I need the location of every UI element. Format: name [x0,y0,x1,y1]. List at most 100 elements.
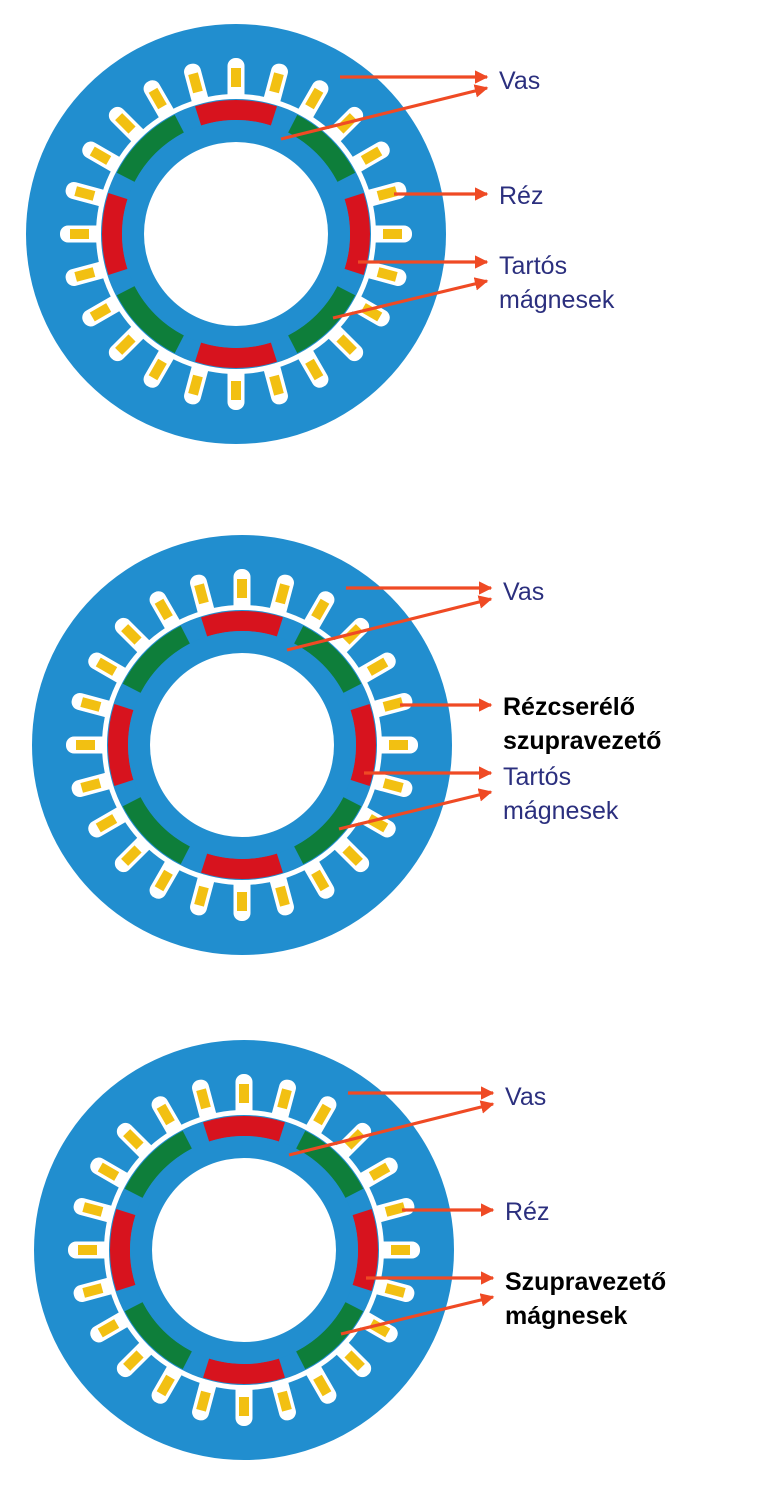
stator-slot [372,736,418,754]
copper-conductor [82,1283,104,1298]
stator-slot [65,261,111,286]
stator-slot [60,225,106,243]
stator-slot [367,772,413,797]
copper-conductor [305,358,324,381]
copper-conductor [305,87,324,110]
permanent-magnet-green [296,1302,364,1370]
stator-slot [374,1241,420,1259]
permanent-magnet-green [122,625,190,693]
copper-conductor [97,1162,120,1181]
label-conductor: Réz [499,182,543,210]
arrow-iron-rotor [286,595,493,652]
permanent-magnet-green [116,286,184,354]
stator-slot [73,1277,119,1302]
copper-conductor [194,885,209,907]
stator-slot [369,1277,415,1302]
stator-slot [271,1079,296,1125]
stator-slot [367,693,413,718]
copper-conductor [231,381,241,400]
copper-conductor [311,869,330,892]
copper-conductor [196,1088,211,1110]
arrow-iron-rotor [280,84,489,141]
arrow-magnet-green [332,277,489,320]
copper-conductor [148,87,167,110]
copper-conductor [78,1245,97,1255]
stator-slot [192,1079,217,1125]
shaft-bore [150,653,334,837]
copper-conductor [194,583,209,605]
copper-conductor [74,186,96,201]
copper-conductor [80,697,102,712]
copper-conductor [311,598,330,621]
stator-slot [235,1380,253,1426]
permanent-magnet-green [294,797,362,865]
copper-conductor [313,1374,332,1397]
stator-slot [369,1198,415,1223]
copper-conductor [360,146,383,165]
label-magnets-line-2: mágnesek [505,1302,627,1330]
stator-slot [227,364,245,410]
arrow-iron-rotor [288,1100,495,1157]
copper-conductor [391,1245,410,1255]
permanent-magnet-red [350,704,376,786]
permanent-magnet-red [203,1115,285,1142]
copper-conductor [344,1350,365,1371]
copper-conductor [342,845,363,866]
stator-slot [235,1074,253,1120]
stator-slot [73,1198,119,1223]
stator-slot [71,693,117,718]
label-conductor-line-1: Rézcserélő [503,693,635,721]
label-magnets-line-1: Tartós [499,252,567,280]
copper-conductor [97,1319,120,1338]
permanent-magnet-red [344,193,370,275]
permanent-magnet-red [195,342,277,368]
copper-conductor [156,1374,175,1397]
stator-slot [65,182,111,207]
copper-conductor [188,374,203,396]
label-conductor: Réz [505,1198,549,1226]
copper-conductor [275,583,290,605]
label-magnets-line-1: Tartós [503,763,571,791]
copper-conductor [239,1084,249,1103]
copper-conductor [231,68,241,87]
copper-conductor [123,1129,144,1150]
label-magnets-line-1: Szupravezető [505,1268,666,1296]
stator-slot [361,261,407,286]
permanent-magnet-green [122,797,190,865]
copper-conductor [115,113,136,134]
permanent-magnet-red [352,1209,378,1291]
copper-conductor [237,579,247,598]
copper-conductor [376,267,398,282]
label-magnets-line-2: mágnesek [503,797,619,825]
copper-conductor [275,885,290,907]
motor-diagrams: VasRézTartósmágnesekVasRézcserélőszuprav… [26,24,666,1460]
permanent-magnet-green [124,1130,192,1198]
permanent-magnet-red [203,1358,285,1384]
copper-conductor [383,229,402,239]
copper-conductor [384,1283,406,1298]
stator-slot [263,63,288,109]
copper-conductor [123,1350,144,1371]
copper-conductor [382,697,404,712]
stator-slot [366,225,412,243]
stator-slot [71,772,117,797]
copper-conductor [277,1088,292,1110]
permanent-magnet-green [288,286,356,354]
label-conductor-line-2: szupravezető [503,727,661,755]
copper-conductor [389,740,408,750]
copper-conductor [237,892,247,911]
label-magnets-line-2: mágnesek [499,286,615,314]
shaft-bore [144,142,328,326]
copper-conductor [82,1202,104,1217]
copper-conductor [95,657,118,676]
permanent-magnet-red [107,704,134,786]
copper-conductor [80,778,102,793]
copper-conductor [154,869,173,892]
stator-slot [227,58,245,104]
stator-slot [271,1375,296,1421]
copper-conductor [95,814,118,833]
stator-slot [184,359,209,405]
